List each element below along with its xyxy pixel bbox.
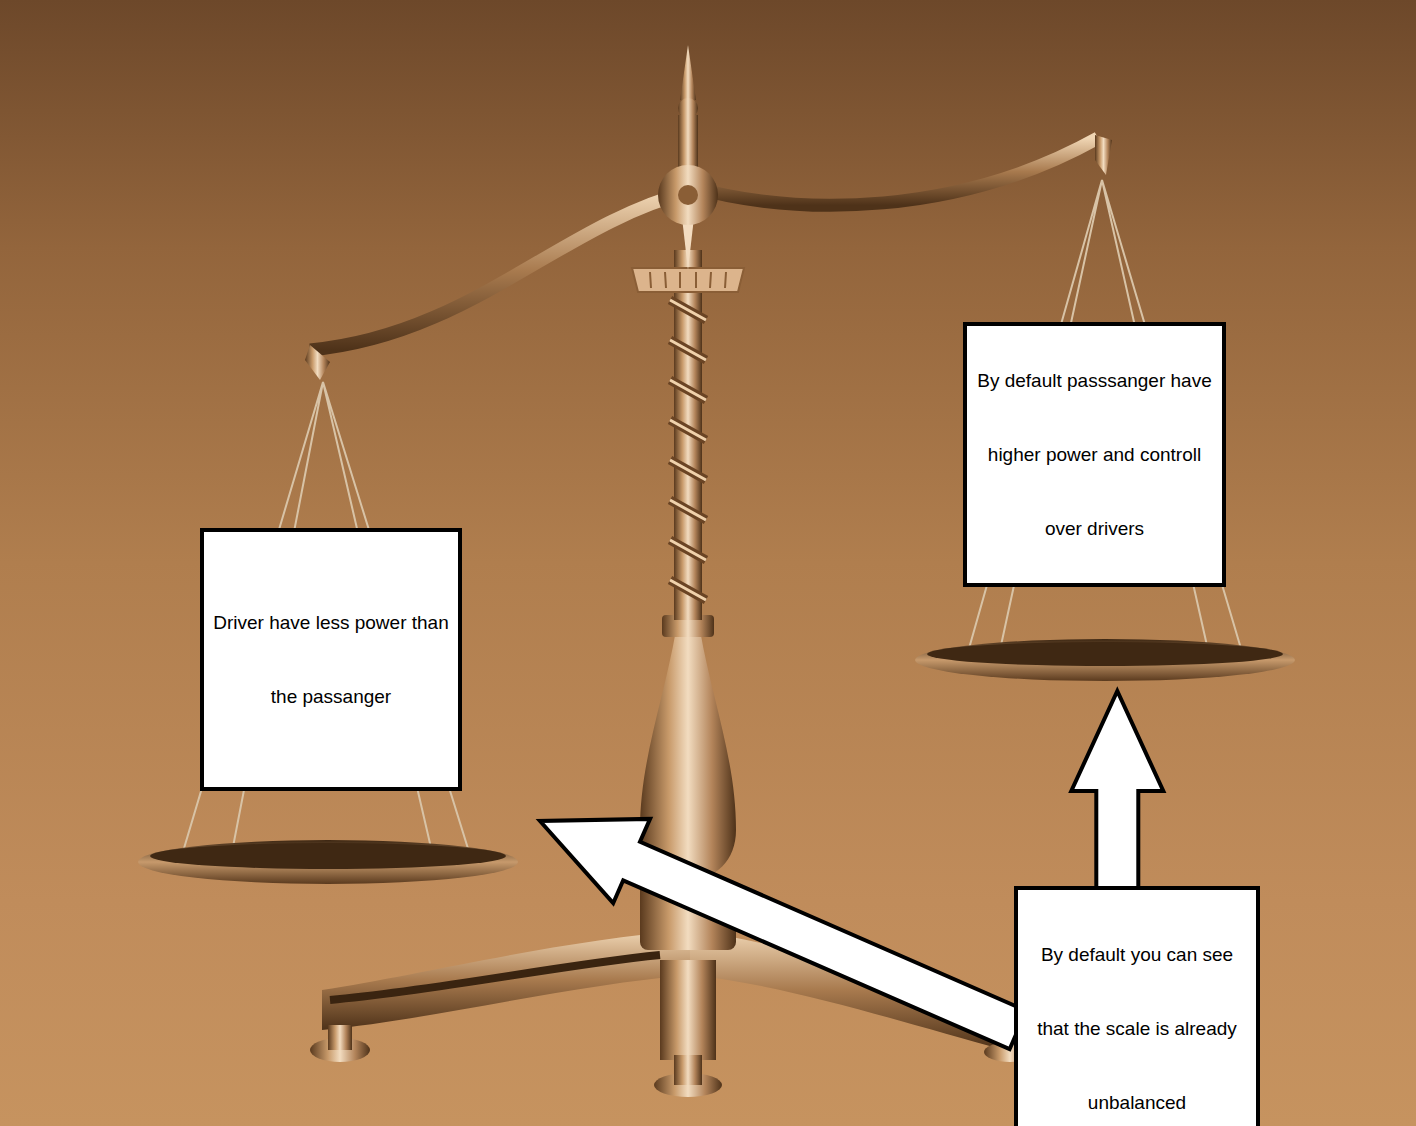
scale-column-shape (650, 272, 726, 288)
scale-beam-shape (305, 345, 330, 380)
scale-beam-shape (310, 192, 688, 350)
note-box: By default passsanger have higher power … (963, 322, 1226, 587)
scale-beam-shape (678, 185, 698, 205)
scale-base-shape (330, 955, 660, 1000)
scale-column-shape (632, 268, 744, 292)
scale-chains-shape (182, 382, 470, 855)
scale-beam-shape (1095, 135, 1112, 175)
note-box: Driver have less power than the passange… (200, 528, 462, 791)
scale-beam-shape (658, 165, 718, 225)
scale-pans-shape (915, 639, 1295, 681)
note-text: By default you can see that the scale is… (1026, 918, 1248, 1126)
scale-column-shape (670, 300, 706, 600)
scale-base-shape (660, 960, 716, 1060)
scale-beam-shape (688, 138, 1098, 205)
scale-pans-shape (150, 843, 506, 869)
note-text: Driver have less power than the passange… (212, 586, 450, 734)
scale-column-shape (670, 300, 706, 600)
block-arrow (1071, 691, 1163, 890)
scale-pans-shape (927, 642, 1283, 666)
note-box: By default you can see that the scale is… (1014, 886, 1260, 1126)
scale-column-shape (680, 45, 696, 100)
scale-base-shape (322, 930, 690, 1030)
scale-column-shape (640, 630, 736, 880)
scale-base-shape (674, 1055, 702, 1085)
scale-column (632, 45, 744, 880)
scale-base-shape (328, 1025, 352, 1050)
block-arrow (540, 819, 1026, 1049)
scale-pans-shape (138, 840, 518, 884)
note-text: By default passsanger have higher power … (975, 344, 1214, 566)
scale-chains (182, 180, 1242, 855)
